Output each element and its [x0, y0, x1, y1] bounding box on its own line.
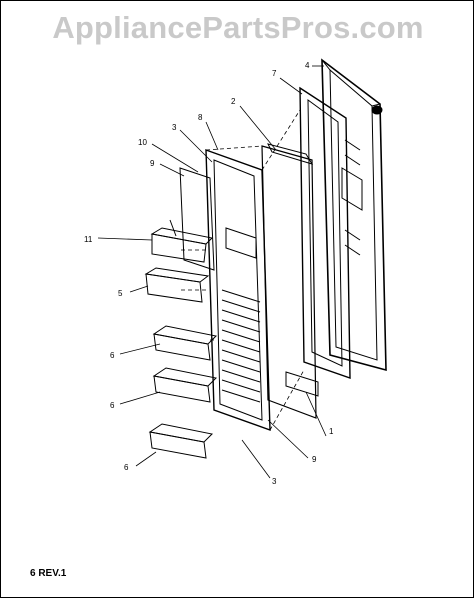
callout-1: 1 [329, 427, 334, 436]
callout-9-upper: 9 [150, 159, 155, 168]
callout-2: 2 [231, 97, 236, 106]
callout-3-upper: 3 [172, 123, 177, 132]
callout-11: 11 [84, 235, 93, 244]
callout-9-lower: 9 [312, 455, 317, 464]
watermark: AppliancePartsPros.com [52, 10, 424, 45]
door-gasket [299, 86, 351, 379]
door-bin-6-upper [152, 325, 218, 361]
callout-3-lower: 3 [272, 477, 277, 486]
trim-strip-upper [179, 167, 215, 271]
callout-6-upper: 6 [110, 351, 115, 360]
door-liner [261, 143, 317, 419]
callout-7: 7 [272, 69, 277, 78]
callout-8: 8 [198, 113, 203, 122]
outer-door-panel [321, 58, 387, 372]
door-bin-11 [150, 219, 214, 263]
callout-5: 5 [118, 289, 123, 298]
callout-6-lower: 6 [124, 463, 129, 472]
assembly-lines [180, 109, 305, 431]
callout-6-middle: 6 [110, 401, 115, 410]
callout-10: 10 [138, 138, 147, 147]
callout-4: 4 [305, 61, 310, 70]
door-bin-5 [144, 267, 210, 303]
door-bin-6-middle [152, 367, 218, 403]
bottom-rail [285, 371, 319, 397]
leader-lines [97, 65, 327, 479]
inner-door-frame [205, 148, 271, 432]
door-bin-6-lower [148, 423, 214, 459]
revision-label: 6 REV.1 [30, 568, 67, 579]
